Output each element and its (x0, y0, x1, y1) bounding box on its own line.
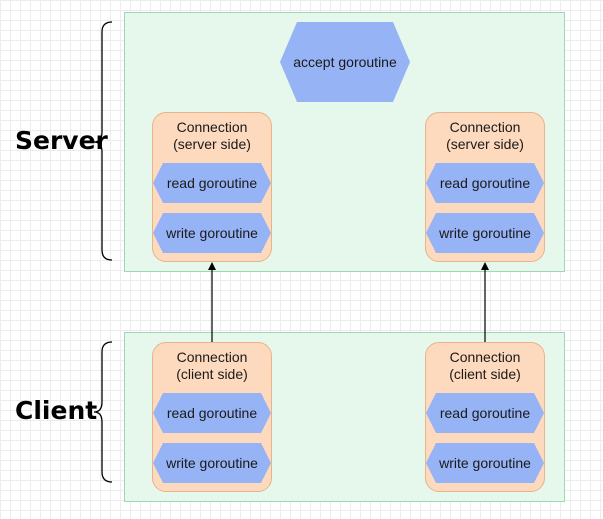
arrow-left-head (208, 262, 216, 270)
write-goroutine: write goroutine (426, 213, 544, 253)
client-connection-1: Connection (client side) read goroutine … (152, 342, 272, 492)
client-label: Client (15, 396, 98, 425)
connection-title: Connection (server side) (153, 119, 271, 153)
read-goroutine: read goroutine (153, 163, 271, 203)
connection-title-line2: (server side) (173, 136, 251, 152)
write-goroutine: write goroutine (153, 213, 271, 253)
client-connection-2: Connection (client side) read goroutine … (425, 342, 545, 492)
server-brace (93, 21, 113, 261)
connection-title-line1: Connection (176, 119, 248, 135)
connection-title: Connection (client side) (426, 349, 544, 383)
write-goroutine: write goroutine (426, 443, 544, 483)
server-connection-2: Connection (server side) read goroutine … (425, 112, 545, 262)
write-goroutine: write goroutine (153, 443, 271, 483)
connection-title-line2: (client side) (449, 366, 521, 382)
accept-goroutine: accept goroutine (280, 22, 410, 102)
connection-title-line1: Connection (449, 349, 521, 365)
client-brace (93, 341, 113, 483)
read-goroutine: read goroutine (426, 393, 544, 433)
read-goroutine: read goroutine (426, 163, 544, 203)
connection-title: Connection (server side) (426, 119, 544, 153)
connection-title-line2: (server side) (446, 136, 524, 152)
read-goroutine: read goroutine (153, 393, 271, 433)
connection-title-line1: Connection (449, 119, 521, 135)
server-connection-1: Connection (server side) read goroutine … (152, 112, 272, 262)
connection-title-line1: Connection (176, 349, 248, 365)
connection-title-line2: (client side) (176, 366, 248, 382)
connection-title: Connection (client side) (153, 349, 271, 383)
arrow-right-head (481, 262, 489, 270)
server-label: Server (15, 126, 108, 155)
